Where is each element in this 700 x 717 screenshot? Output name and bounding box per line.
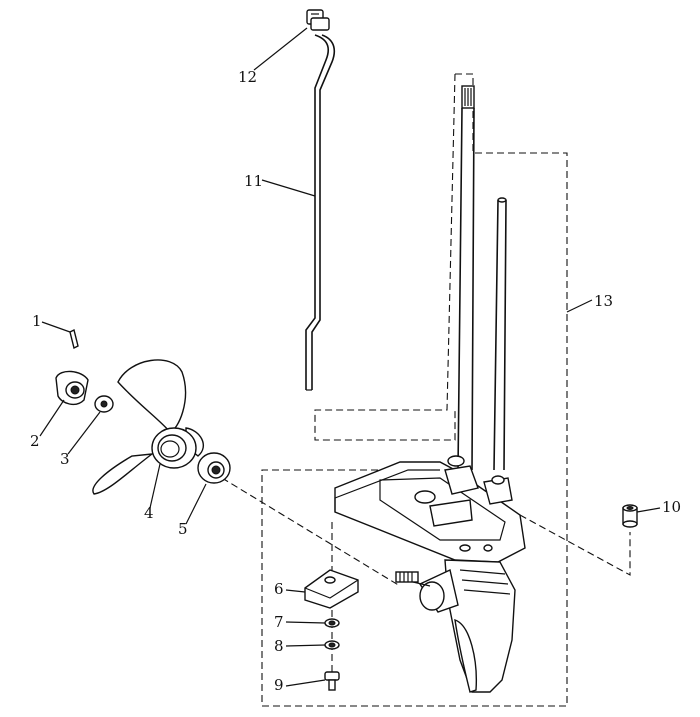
drive-shaft [457,85,475,471]
screw-part-9 [324,671,340,691]
cotter-pin-part-1 [69,328,79,350]
label-part-1: 1 [32,312,42,330]
propeller-part-4 [92,359,204,495]
label-part-6: 6 [274,580,284,598]
shift-shaft [493,197,507,471]
leader-lines [39,27,661,687]
rod-connector-part-12 [306,9,330,31]
propeller-nut-part-2 [55,370,89,406]
assembly-lower-outline [261,469,568,707]
washer-part-8 [324,640,340,650]
part-10-alignment-line [519,514,631,576]
label-part-12: 12 [238,68,257,86]
label-part-5: 5 [178,520,188,538]
label-part-8: 8 [274,637,284,655]
cover-plate-part-6 [304,569,359,609]
shift-rod-part-11 [305,34,336,391]
label-part-2: 2 [30,432,40,450]
bushing-part-10 [622,504,638,528]
assembly-13-outline-upper [455,73,568,690]
label-part-13: 13 [594,292,613,310]
gearcase-housing [334,455,526,693]
label-part-9: 9 [274,676,284,694]
label-part-3: 3 [60,450,70,468]
thrust-washer-part-5 [197,452,231,484]
label-part-7: 7 [274,613,284,631]
assembly-13-outline-left [314,73,456,441]
propeller-shaft-alignment-line [221,477,401,587]
washer-part-3 [94,395,114,413]
label-part-4: 4 [144,504,154,522]
washer-part-7 [324,618,340,628]
label-part-10: 10 [662,498,681,516]
label-part-11: 11 [244,172,263,190]
